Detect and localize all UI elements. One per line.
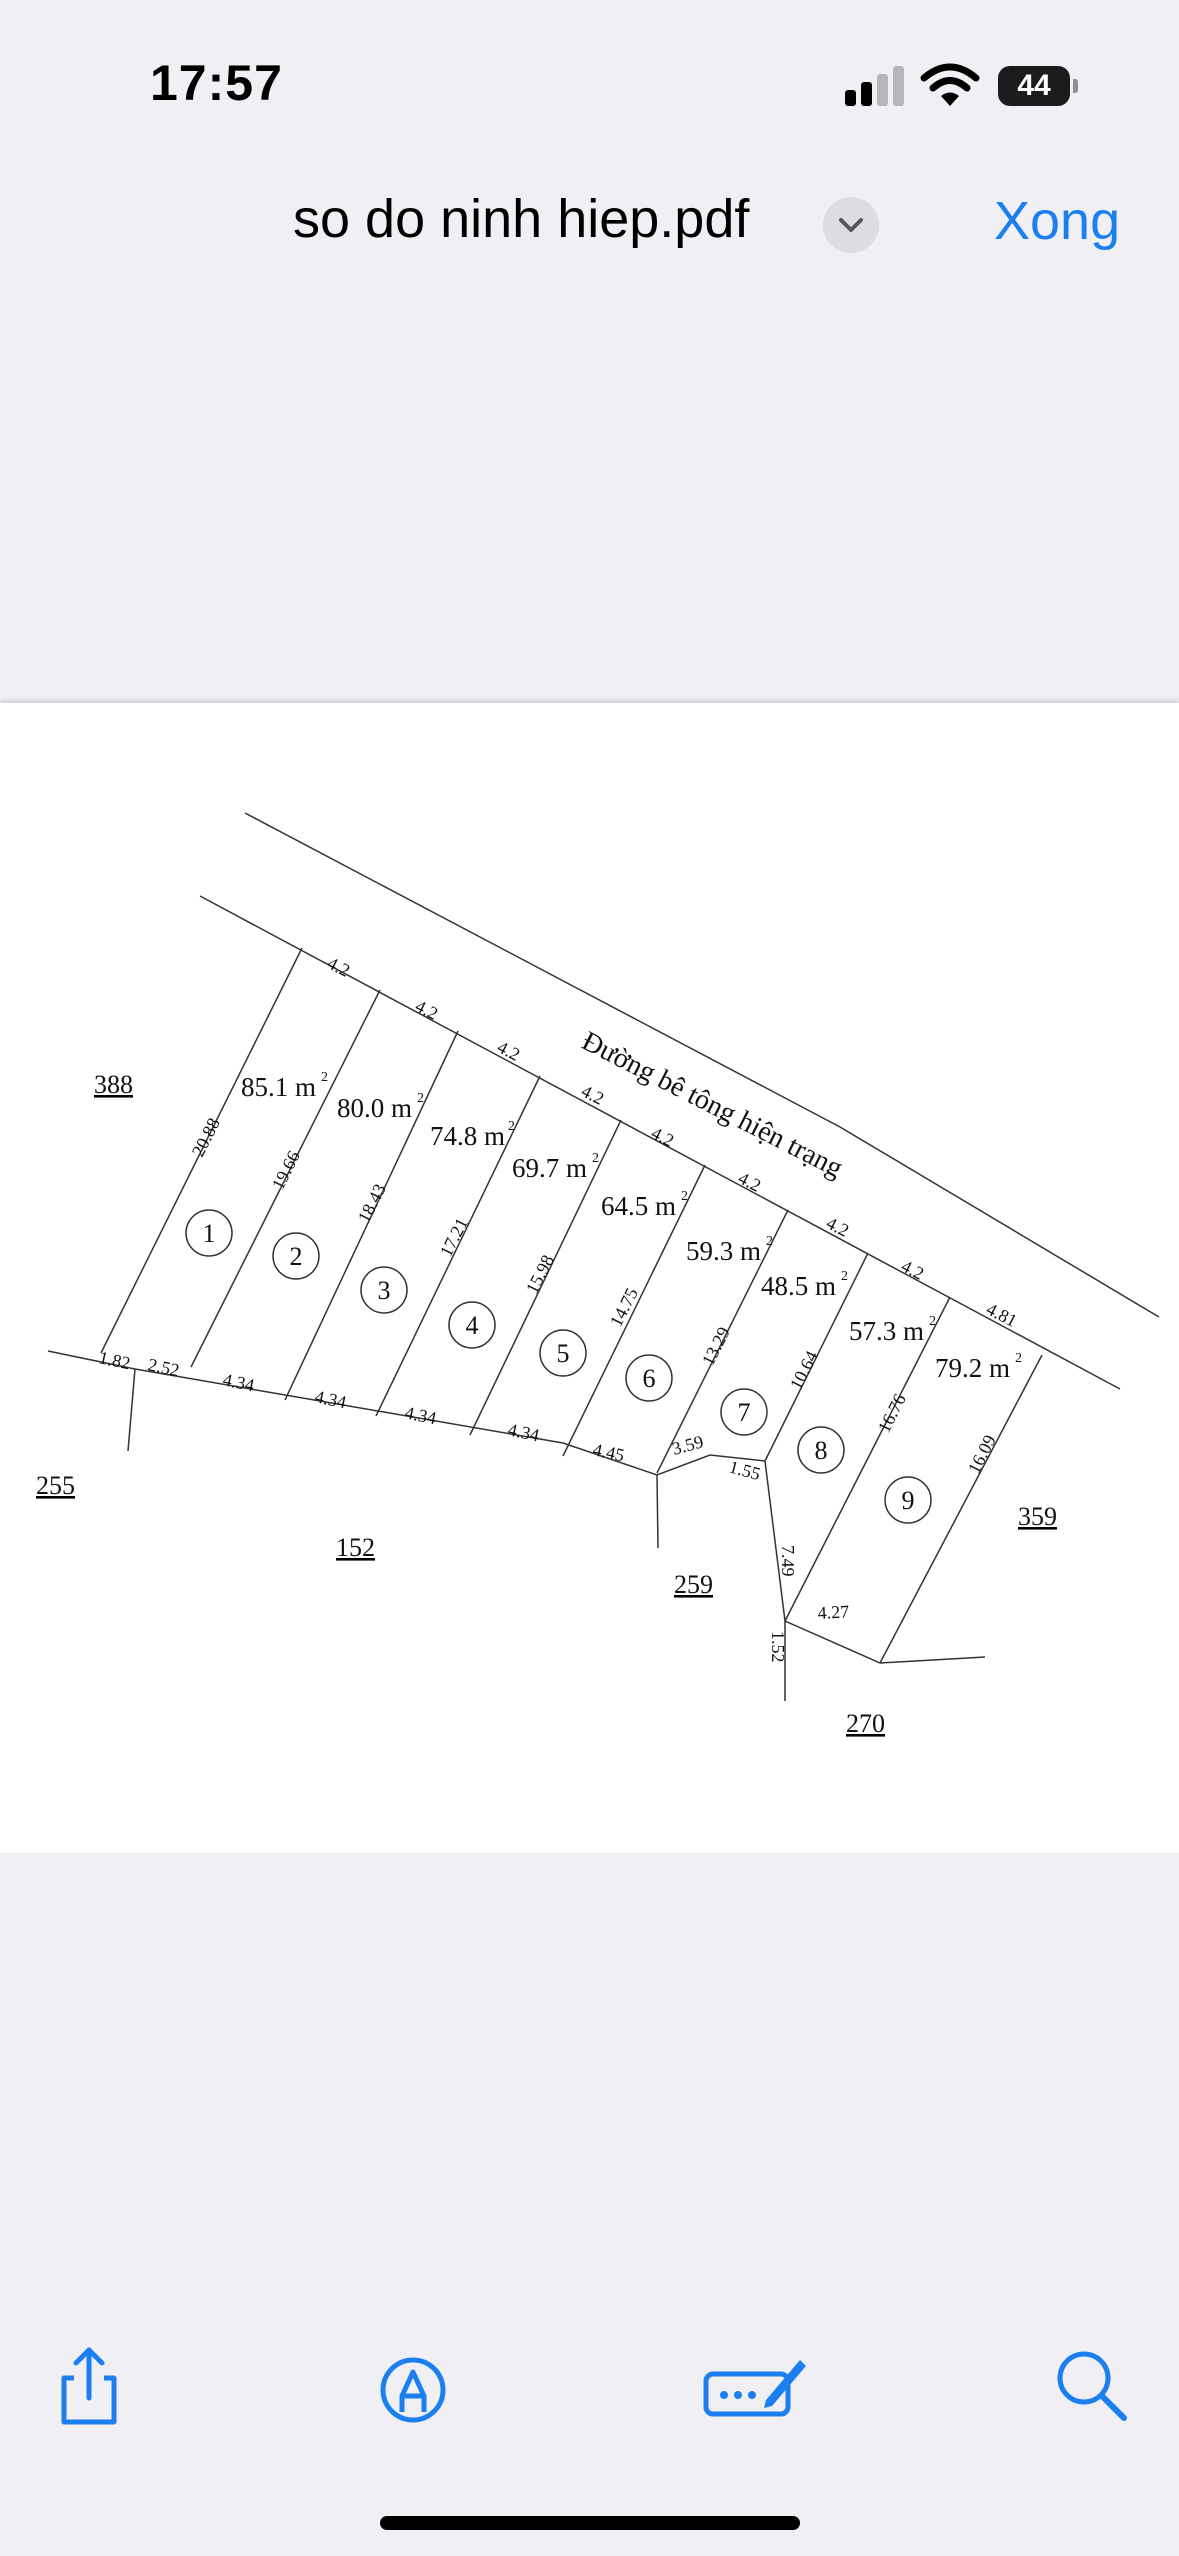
road-edge-upper	[244, 812, 1160, 1318]
road-edge-lower	[199, 895, 1121, 1390]
home-indicator[interactable]	[380, 2516, 800, 2530]
lot-area: 69.7 m	[512, 1153, 587, 1183]
side-length: 10.64	[786, 1348, 822, 1393]
side-length: 16.76	[874, 1391, 910, 1436]
lot-number: 1	[203, 1219, 216, 1248]
status-bar: 17:57 44	[0, 0, 1179, 170]
rear-width: 4.34	[506, 1419, 541, 1445]
wifi-icon	[920, 63, 980, 106]
area-unit-superscript: 2	[766, 1234, 773, 1249]
markup-icon[interactable]	[368, 2340, 458, 2430]
lot-area: 59.3 m	[686, 1236, 761, 1266]
side-length: 13.29	[698, 1324, 734, 1369]
side-length: 20.88	[188, 1115, 224, 1160]
battery-icon: 44	[998, 66, 1080, 106]
lot-marker	[884, 1476, 932, 1524]
lot-marker	[185, 1209, 233, 1257]
done-button[interactable]: Xong	[994, 191, 1121, 251]
area-unit-superscript: 2	[508, 1119, 515, 1134]
lot-marker	[360, 1266, 408, 1314]
search-icon[interactable]	[1046, 2340, 1136, 2430]
lot-marker	[539, 1329, 587, 1377]
side-length: 15.98	[522, 1252, 558, 1297]
area-unit-superscript: 2	[1015, 1351, 1022, 1366]
road-label: Đường bê tông hiện trạng	[577, 1026, 848, 1184]
rear-width: 7.49	[778, 1545, 798, 1577]
rear-width: 4.27	[817, 1601, 850, 1623]
rear-width: 1.82	[97, 1347, 132, 1373]
parcel-number: 255	[36, 1471, 75, 1500]
side-length: 16.09	[964, 1432, 1000, 1477]
lot-number: 8	[815, 1436, 828, 1465]
lot-area: 57.3 m	[849, 1316, 924, 1346]
side-length: 18.43	[354, 1181, 390, 1226]
cellular-signal-icon	[845, 64, 905, 106]
bottom-toolbar	[0, 2320, 1179, 2460]
parcel-number: 388	[94, 1070, 133, 1099]
side-length: 19.66	[268, 1148, 304, 1193]
lot-number: 5	[557, 1339, 570, 1368]
area-unit-superscript: 2	[929, 1314, 936, 1329]
frontage-width: 4.2	[823, 1213, 852, 1241]
lot-marker	[448, 1301, 496, 1349]
lot-number: 7	[738, 1398, 751, 1427]
area-unit-superscript: 2	[321, 1070, 328, 1085]
lot-marker	[625, 1354, 673, 1402]
share-icon[interactable]	[44, 2340, 134, 2430]
frontage-width: 4.2	[494, 1037, 523, 1065]
site-plan-drawing: 1 2 3 4 5 6 7 8 9 85.1 m 80.0 m 74.8 m 6…	[36, 812, 1160, 1738]
lot-area: 85.1 m	[241, 1072, 316, 1102]
lot-marker	[797, 1426, 845, 1474]
document-title[interactable]: so do ninh hiep.pdf	[293, 189, 750, 249]
lot-number: 3	[378, 1276, 391, 1305]
lot-area: 74.8 m	[430, 1121, 505, 1151]
lot-marker	[720, 1388, 768, 1436]
rear-width: 4.34	[313, 1386, 348, 1412]
parcel-number: 259	[674, 1570, 713, 1599]
rear-width: 2.52	[146, 1354, 181, 1380]
chevron-down-icon[interactable]	[823, 197, 879, 253]
area-unit-superscript: 2	[592, 1151, 599, 1166]
area-unit-superscript: 2	[417, 1091, 424, 1106]
side-length: 17.21	[436, 1215, 472, 1260]
frontage-width: 4.2	[412, 996, 441, 1024]
frontage-width: 4.2	[578, 1081, 607, 1109]
lot-area: 64.5 m	[601, 1191, 676, 1221]
lot-area: 80.0 m	[337, 1093, 412, 1123]
rear-width: 4.45	[591, 1439, 626, 1465]
lot-number: 4	[466, 1311, 479, 1340]
rear-width: 1.52	[768, 1631, 788, 1663]
parcel-number: 359	[1018, 1502, 1057, 1531]
frontage-width: 4.2	[898, 1256, 927, 1284]
frontage-width: 4.2	[735, 1168, 764, 1196]
lot-number: 6	[643, 1364, 656, 1393]
parcel-number: 152	[336, 1533, 375, 1562]
lot-number: 9	[902, 1486, 915, 1515]
lot-number: 2	[290, 1242, 303, 1271]
rear-width: 4.34	[221, 1369, 256, 1395]
frontage-width: 4.2	[648, 1123, 677, 1151]
battery-level: 44	[998, 66, 1070, 106]
signature-icon[interactable]	[700, 2340, 810, 2430]
area-unit-superscript: 2	[681, 1189, 688, 1204]
lot-area: 48.5 m	[761, 1271, 836, 1301]
area-unit-superscript: 2	[841, 1269, 848, 1284]
lot-marker	[272, 1232, 320, 1280]
parcel-number: 270	[846, 1709, 885, 1738]
status-time: 17:57	[150, 55, 283, 111]
pdf-page[interactable]: 1 2 3 4 5 6 7 8 9 85.1 m 80.0 m 74.8 m 6…	[0, 703, 1179, 1853]
lot-area: 79.2 m	[935, 1353, 1010, 1383]
rear-width: 4.34	[403, 1402, 438, 1428]
side-length: 14.75	[606, 1285, 642, 1330]
